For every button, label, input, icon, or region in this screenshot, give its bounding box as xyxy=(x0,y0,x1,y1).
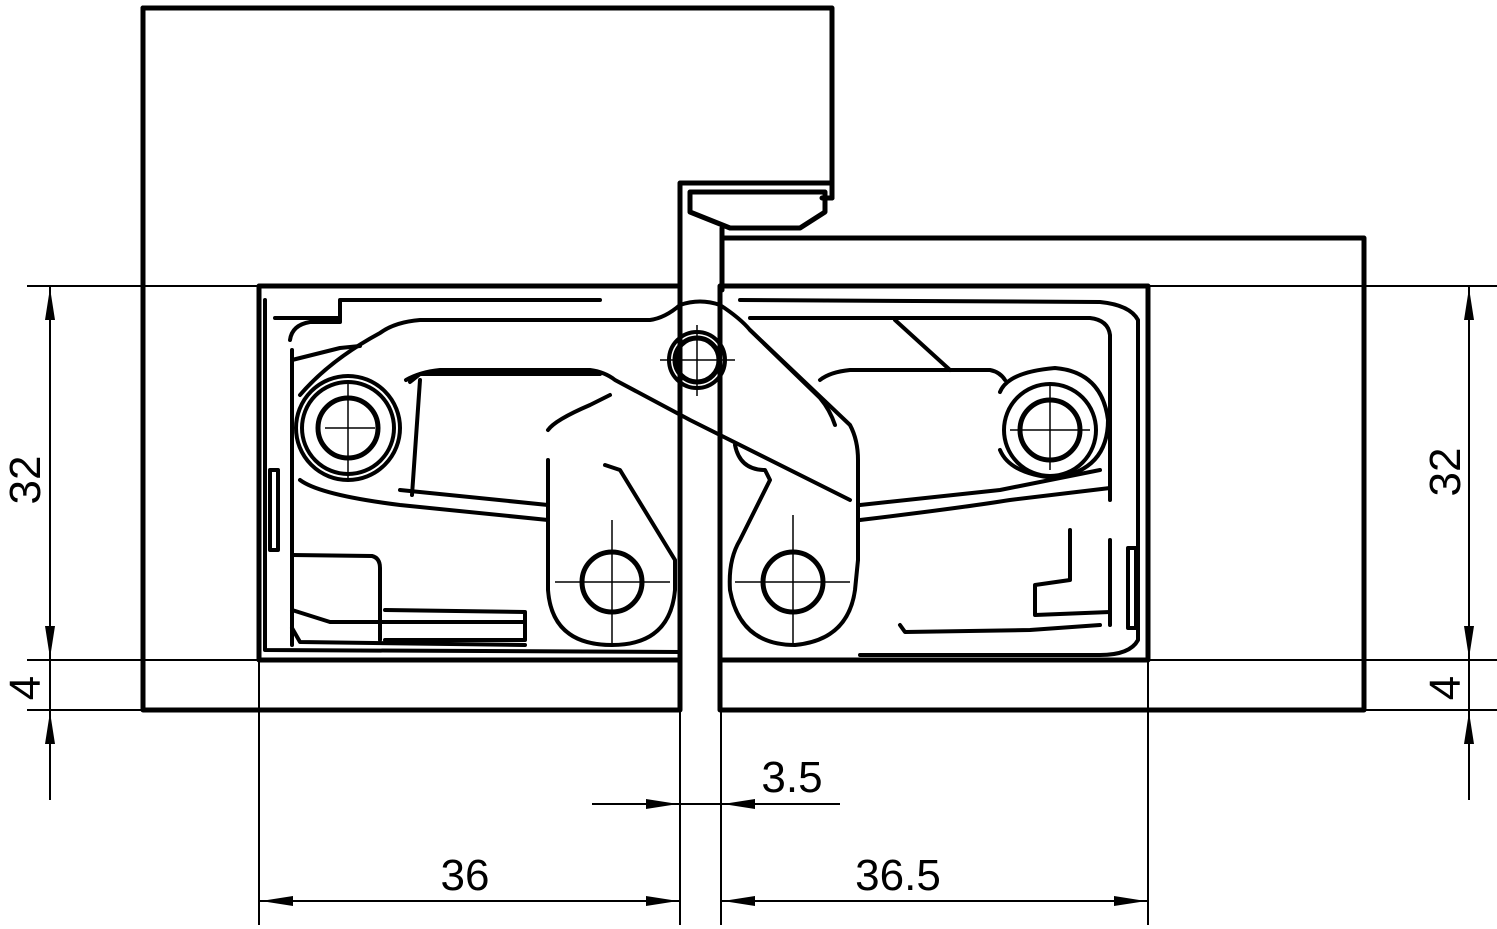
frame-left-outline xyxy=(140,5,835,713)
dim-left-height: 32 xyxy=(1,456,50,505)
hinge-arm-right xyxy=(727,328,860,647)
hinge-arm-main xyxy=(298,299,860,562)
dimension-right: 32 4 xyxy=(1148,285,1497,800)
dim-left-width: 36 xyxy=(441,851,490,900)
dim-right-width: 36.5 xyxy=(855,851,941,900)
centerlines xyxy=(325,325,1090,645)
dim-right-offset: 4 xyxy=(1421,676,1470,700)
dim-left-offset: 4 xyxy=(1,676,50,700)
dim-right-height: 32 xyxy=(1421,448,1470,497)
dim-gap: 3.5 xyxy=(761,753,822,802)
hinge-body-right xyxy=(717,283,1151,663)
dimension-left: 32 4 xyxy=(1,285,259,800)
dimension-bottom: 3.5 36 36.5 xyxy=(258,660,1149,925)
pivot-right-upper xyxy=(998,366,1110,480)
hinge-top-connector xyxy=(677,180,835,293)
